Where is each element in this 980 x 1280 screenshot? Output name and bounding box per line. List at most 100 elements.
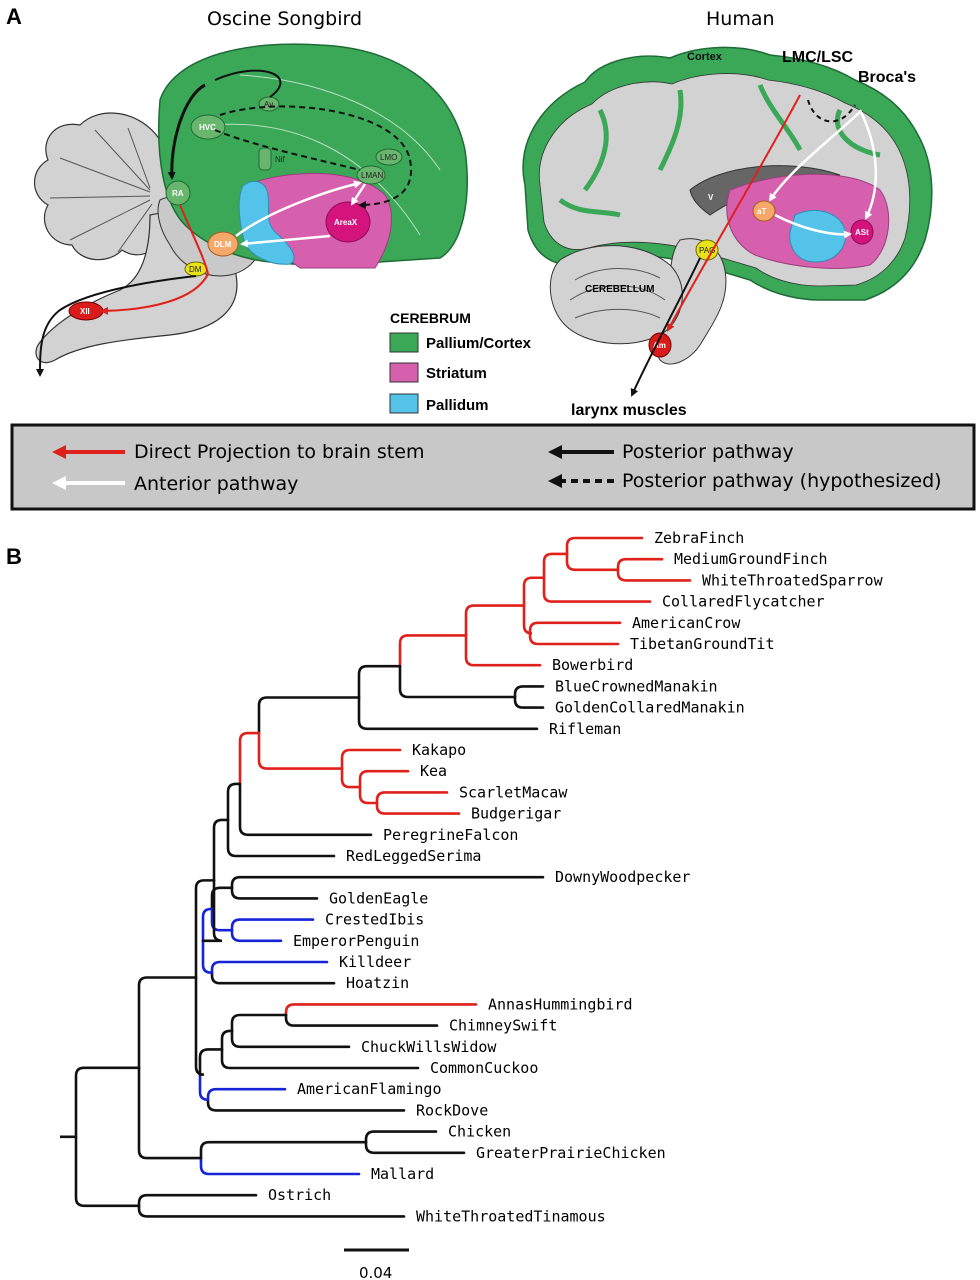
av-label: Av: [264, 100, 273, 109]
pag-label: PAG: [699, 246, 715, 255]
pathway-legend-box: [10, 423, 976, 511]
tree-leaf-label: RockDove: [416, 1101, 488, 1119]
ast-label: ASt: [855, 228, 869, 237]
songbird-direct-path: [100, 204, 210, 315]
tree-branch: [230, 1029, 351, 1049]
tree-branch: [201, 879, 223, 943]
dlm-nucleus: [207, 231, 239, 257]
tree-leaf-label: Budgerigar: [471, 805, 561, 823]
human-brain: V aT ASt CEREBELLUM PAG Am: [522, 46, 933, 419]
tree-branch: [464, 604, 526, 637]
tree-branch: [513, 685, 545, 699]
tree-branch: [201, 939, 214, 974]
tree-branch: [616, 557, 664, 572]
tree-leaf-label: AmericanFlamingo: [297, 1080, 442, 1098]
tree-branch: [565, 536, 644, 556]
tree-branch: [364, 1130, 438, 1144]
tree-branch: [522, 576, 546, 607]
tree-branch: [528, 621, 622, 635]
tree-branch: [137, 1193, 258, 1208]
tree-branch: [375, 801, 461, 815]
tree-branch: [137, 976, 198, 1070]
tree-branch: [542, 552, 569, 580]
tree-branch: [358, 769, 410, 789]
songbird-anterior-path-3: [350, 183, 367, 206]
tree-leaf-label: Ostrich: [268, 1186, 331, 1204]
tree-leaf-label: MediumGroundFinch: [674, 550, 828, 568]
tree-branch: [226, 818, 336, 858]
tree-leaf-label: RedLeggedSerima: [346, 847, 481, 865]
pathway-legend: Direct Projection to brain stem Anterior…: [10, 423, 976, 511]
tree-leaf-label: AnnasHummingbird: [488, 995, 633, 1013]
hvc-label: HVC: [199, 123, 216, 132]
tree-branch: [210, 960, 329, 974]
tree-branch: [206, 1087, 287, 1102]
ra-nucleus: [165, 180, 191, 206]
tree-branch: [284, 1003, 478, 1017]
cerebrum-legend-title: CEREBRUM: [390, 310, 471, 326]
tree-branch: [198, 1073, 210, 1102]
tree-branch: [238, 782, 373, 837]
lmo-label: LMO: [380, 153, 397, 162]
tree-branch: [238, 731, 261, 786]
lman-label: LMAN: [361, 171, 383, 180]
tree-leaf-label: ChuckWillsWidow: [361, 1038, 497, 1056]
tree-leaf-label: GoldenEagle: [329, 889, 428, 907]
dlm-label: DLM: [214, 240, 232, 249]
tree-branch: [340, 748, 402, 770]
human-cerebellum-label: CEREBELLUM: [585, 284, 654, 295]
human-anterior-path-2: [768, 111, 861, 202]
nif-label: Nif: [275, 155, 286, 164]
human-hypothesized-path: [807, 99, 856, 123]
tree-leaf-label: Killdeer: [339, 953, 411, 971]
tree-leaf-label: Mallard: [371, 1165, 434, 1183]
tree-branch: [357, 664, 402, 699]
areax-nucleus: [325, 201, 371, 243]
tree-branch: [137, 1204, 406, 1218]
tree-branch: [528, 632, 620, 646]
tree-branch: [198, 1048, 224, 1076]
tree-leaf-label: Kakapo: [412, 741, 466, 759]
tree-branch: [226, 782, 242, 822]
tree-branch: [220, 1048, 420, 1070]
tree-leaf-label: Rifleman: [549, 720, 621, 738]
tree-branch: [74, 1066, 141, 1139]
tree-leaf-label: Hoatzin: [346, 974, 409, 992]
legend-direct-label: Direct Projection to brain stem: [134, 441, 424, 463]
tree-leaf-label: Bowerbird: [552, 656, 633, 674]
tree-leaf-label: PeregrineFalcon: [383, 826, 518, 844]
songbird-xii-output: [36, 275, 197, 377]
tree-leaf-label: Kea: [420, 762, 447, 780]
brocas-label: Broca's: [858, 69, 916, 86]
lman-nucleus: [356, 165, 386, 185]
tree-leaf-label: DownyWoodpecker: [555, 868, 690, 886]
legend-anterior-label: Anterior pathway: [134, 473, 298, 495]
legend-red-arrowhead: [52, 445, 66, 459]
hvc-nucleus: [190, 114, 226, 140]
legend-dashed-arrowhead: [548, 474, 562, 488]
tree-branch: [137, 1066, 203, 1160]
tree-branch: [357, 696, 539, 731]
tree-branch: [199, 1156, 361, 1176]
tree-branch: [542, 576, 652, 603]
tree-branch: [230, 875, 545, 890]
tree-leaf-label: CrestedIbis: [325, 911, 424, 929]
tree-branch: [194, 976, 205, 1076]
tree-branch: [284, 1013, 439, 1027]
tree-branch: [194, 879, 216, 979]
tree-branch: [230, 1013, 288, 1033]
legend-swatch-pallium: [389, 332, 419, 353]
tree-branch: [210, 971, 336, 985]
tree-leaf-label: WhiteThroatedTinamous: [416, 1207, 606, 1225]
tree-leaf-label: GoldenCollaredManakin: [555, 699, 745, 717]
tree-leaf-label: Chicken: [448, 1123, 511, 1141]
tree-branch: [464, 634, 542, 667]
legend-swatch-pallidum: [389, 393, 419, 414]
tree-branch: [201, 907, 214, 943]
tree-leaf-label: AmericanCrow: [632, 614, 741, 632]
tree-branch: [220, 1029, 234, 1051]
cerebrum-legend: CEREBRUM Pallium/Cortex Striatum Pallidu…: [389, 310, 532, 414]
tree-branch: [212, 818, 230, 882]
at-nucleus: [752, 200, 776, 222]
